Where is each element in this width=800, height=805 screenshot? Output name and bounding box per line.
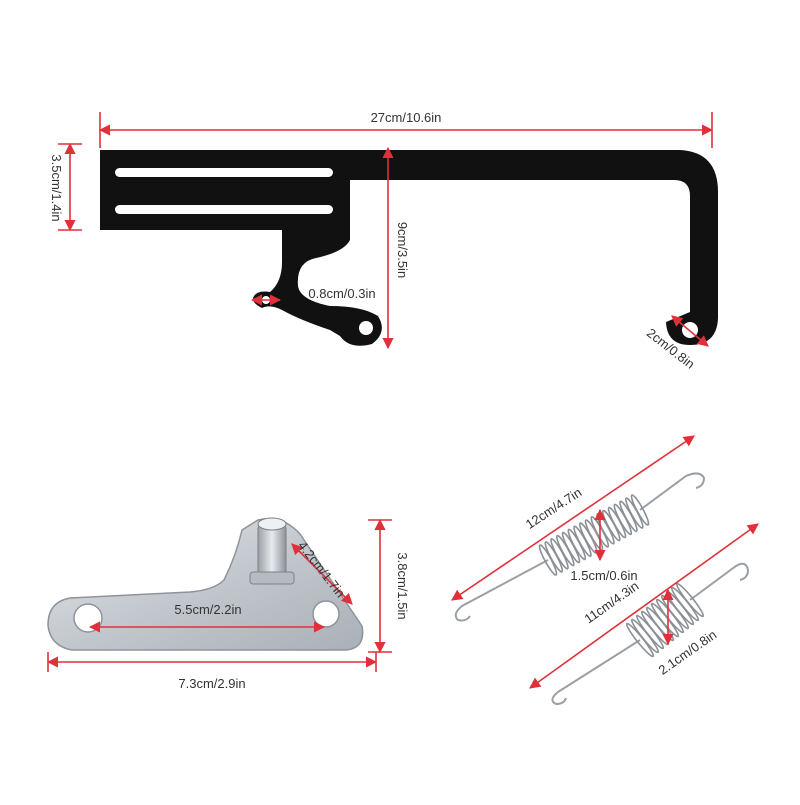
spring-large-hook-right bbox=[639, 472, 706, 511]
spring-coil-turn bbox=[584, 519, 604, 551]
bracket-dimensions bbox=[58, 112, 714, 350]
plate-hole-spacing-label: 5.5cm/2.2in bbox=[174, 602, 241, 617]
lever-plate bbox=[47, 517, 364, 651]
plate-stud-line bbox=[291, 543, 353, 605]
spring-coil-turn bbox=[561, 531, 581, 564]
plate-height-label: 3.8cm/1.5in bbox=[395, 552, 410, 619]
plate-length-label: 7.3cm/2.9in bbox=[178, 676, 245, 691]
spring-coil-turn bbox=[578, 522, 598, 554]
spring-coil-turn bbox=[613, 503, 633, 536]
spring-small-hook-right bbox=[689, 562, 750, 601]
bracket-lever-hole bbox=[359, 321, 373, 335]
plate-stud bbox=[257, 523, 287, 577]
plate-stud-top bbox=[257, 517, 287, 531]
small-hole-label: 0.8cm/0.3in bbox=[308, 286, 375, 301]
plate-hole-right bbox=[312, 600, 340, 628]
spring-coil-turn bbox=[596, 512, 615, 545]
spring-coil-turn bbox=[567, 528, 587, 561]
spring-coil-turn bbox=[544, 541, 564, 573]
bracket-length-label: 27cm/10.6in bbox=[371, 110, 442, 125]
spring-dimensions bbox=[451, 435, 759, 689]
spring-large-length-label: 12cm/4.7in bbox=[523, 485, 585, 532]
spring-coil-turn bbox=[573, 525, 592, 558]
spring-large-hook-left bbox=[454, 559, 549, 622]
spring-coil-turn bbox=[555, 534, 575, 567]
spring-coil-turn bbox=[607, 506, 627, 539]
spring-large-diameter-label: 1.5cm/0.6in bbox=[570, 568, 637, 583]
spring-coil-turn bbox=[550, 537, 569, 570]
bracket-slot-bottom bbox=[115, 205, 333, 214]
spring-coil-turn bbox=[624, 497, 644, 529]
spring-small bbox=[551, 562, 750, 706]
bracket-height-label: 3.5cm/1.4in bbox=[49, 154, 64, 221]
plate-dimensions bbox=[46, 518, 392, 672]
spring-coil-turn bbox=[601, 509, 621, 542]
spring-coil-turn bbox=[619, 500, 638, 533]
bracket-drop-label: 9cm/3.5in bbox=[395, 222, 410, 278]
bracket-slot-top bbox=[115, 168, 333, 177]
spring-small-length-line bbox=[529, 523, 759, 689]
spring-small-hook-left bbox=[551, 639, 641, 706]
spring-large-length-line bbox=[451, 435, 695, 601]
end-hook-line bbox=[671, 315, 709, 347]
